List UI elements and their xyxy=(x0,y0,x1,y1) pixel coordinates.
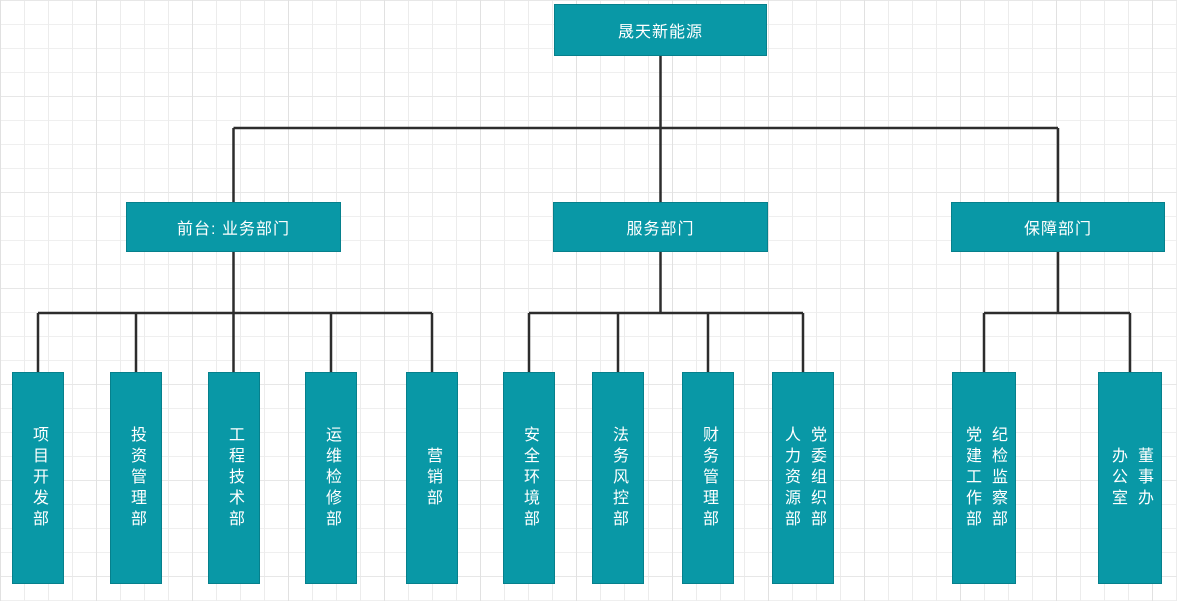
org-node-root[interactable]: 晟天新能源 xyxy=(554,4,767,56)
org-node-label: 党委组织部 人力资源部 xyxy=(782,425,825,531)
org-node-label: 董事办 办公室 xyxy=(1109,446,1152,510)
org-node-engineering-technology[interactable]: 工程技术部 xyxy=(208,372,260,584)
org-node-label: 工程技术部 xyxy=(226,425,243,531)
org-node-label: 营销部 xyxy=(424,446,441,510)
org-node-label: 运维检修部 xyxy=(323,425,340,531)
org-node-service-group[interactable]: 服务部门 xyxy=(553,202,768,252)
org-node-label: 法务风控部 xyxy=(610,425,627,531)
org-node-safety-environment[interactable]: 安全环境部 xyxy=(503,372,555,584)
org-node-board-office-general-office[interactable]: 董事办 办公室 xyxy=(1098,372,1162,584)
org-node-label: 安全环境部 xyxy=(521,425,538,531)
org-node-business-group[interactable]: 前台: 业务部门 xyxy=(126,202,341,252)
org-node-project-development[interactable]: 项目开发部 xyxy=(12,372,64,584)
org-node-label: 投资管理部 xyxy=(128,425,145,531)
org-node-finance-management[interactable]: 财务管理部 xyxy=(682,372,734,584)
org-node-label: 项目开发部 xyxy=(30,425,47,531)
org-node-marketing[interactable]: 营销部 xyxy=(406,372,458,584)
org-node-operation-maintenance[interactable]: 运维检修部 xyxy=(305,372,357,584)
org-node-discipline-party-building[interactable]: 纪检监察部 党建工作部 xyxy=(952,372,1016,584)
org-node-label: 财务管理部 xyxy=(700,425,717,531)
org-node-party-org-human-resources[interactable]: 党委组织部 人力资源部 xyxy=(772,372,834,584)
org-node-legal-risk[interactable]: 法务风控部 xyxy=(592,372,644,584)
org-node-label: 纪检监察部 党建工作部 xyxy=(963,425,1006,531)
org-node-investment-management[interactable]: 投资管理部 xyxy=(110,372,162,584)
org-node-support-group[interactable]: 保障部门 xyxy=(951,202,1165,252)
